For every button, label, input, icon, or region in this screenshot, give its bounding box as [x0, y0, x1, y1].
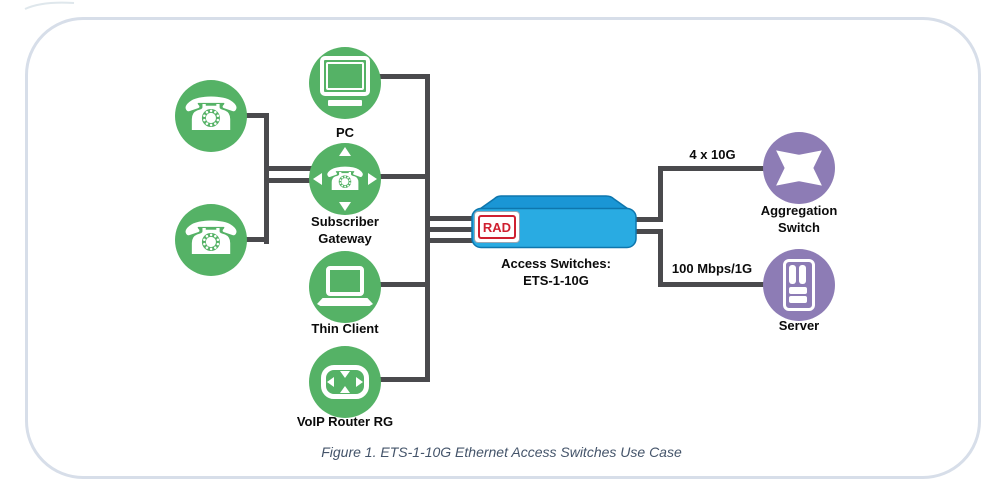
arrow-up-icon — [340, 386, 350, 393]
subscriber-gateway-node: ☎ — [309, 143, 381, 215]
connector-line — [658, 229, 663, 287]
pc-monitor-icon — [320, 56, 370, 106]
thin-client-node — [309, 251, 381, 323]
crossing-arrows-icon — [776, 150, 822, 186]
pc-label: PC — [335, 125, 355, 140]
connector-line — [378, 74, 430, 79]
arrow-left-icon — [313, 173, 322, 185]
connector-line — [425, 216, 475, 221]
aggregation-switch-label: Aggregation Switch — [760, 203, 838, 235]
laptop-icon — [317, 266, 373, 306]
connector-line — [378, 282, 430, 287]
arrow-down-icon — [339, 202, 351, 211]
server-node — [763, 249, 835, 321]
phone-node-2: ☎ — [175, 204, 247, 276]
connector-line — [264, 166, 312, 171]
connector-line — [243, 113, 269, 118]
connector-line — [633, 229, 663, 234]
subscriber-gateway-label: Subscriber Gateway — [311, 214, 379, 246]
connector-line — [376, 174, 430, 179]
figure-caption: Figure 1. ETS-1-10G Ethernet Access Swit… — [321, 444, 682, 460]
router-icon — [321, 365, 369, 399]
aggregation-switch-node — [763, 132, 835, 204]
arrow-down-icon — [340, 371, 350, 378]
phone-node-1: ☎ — [175, 80, 247, 152]
arrow-right-icon — [368, 173, 377, 185]
connector-line — [658, 282, 768, 287]
rad-brand-logo: RAD — [475, 212, 519, 242]
connector-line — [633, 217, 663, 222]
arrow-up-icon — [339, 147, 351, 156]
connector-line — [658, 166, 663, 222]
connector-line — [376, 377, 430, 382]
corner-swoosh-decoration — [24, 1, 75, 10]
server-link-label: 100 Mbps/1G — [671, 261, 753, 276]
aggregation-link-label: 4 x 10G — [689, 147, 736, 162]
arrow-left-icon — [327, 377, 334, 387]
pc-node — [309, 47, 381, 119]
connector-line — [243, 237, 269, 242]
voip-router-node — [309, 346, 381, 418]
connector-line — [264, 178, 312, 183]
server-label: Server — [778, 318, 820, 333]
voip-router-label: VoIP Router RG — [296, 414, 394, 429]
arrow-right-icon — [356, 377, 363, 387]
gateway-phone-icon: ☎ — [325, 161, 365, 197]
phone-icon: ☎ — [182, 88, 240, 140]
server-tower-icon — [783, 259, 815, 311]
connector-line — [658, 166, 768, 171]
connector-line — [425, 238, 475, 243]
thin-client-label: Thin Client — [311, 321, 379, 336]
phone-icon: ☎ — [182, 212, 240, 264]
rad-logo-text: RAD — [478, 215, 516, 239]
connector-line — [425, 227, 475, 232]
figure-border — [25, 17, 981, 479]
access-switch-label: Access Switches: ETS-1-10G — [501, 256, 611, 288]
